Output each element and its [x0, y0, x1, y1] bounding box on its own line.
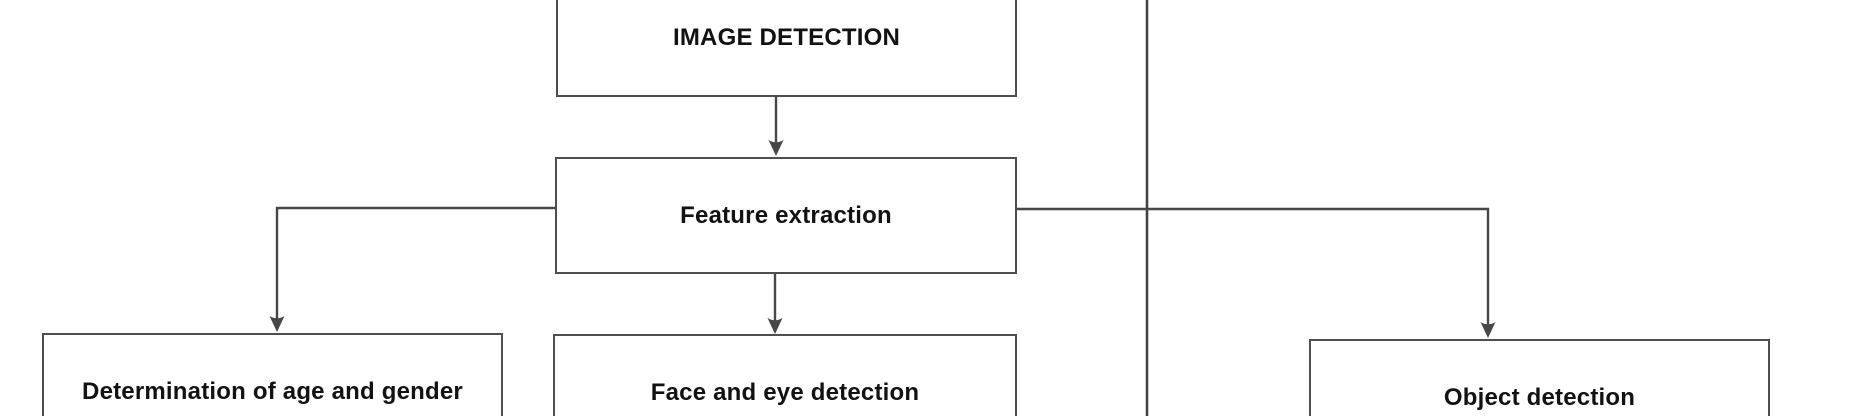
node-image-detection: IMAGE DETECTION [556, 0, 1017, 97]
connector-feature-to-age-gender [275, 206, 556, 319]
node-feature-extraction: Feature extraction [555, 157, 1017, 274]
connector-arrowhead-icon [269, 316, 285, 332]
node-object-detection: Object detection [1309, 339, 1770, 416]
connector-feature-to-object [1016, 207, 1490, 325]
node-face-eye-label: Face and eye detection [650, 379, 920, 406]
node-object-detection-label: Object detection [1443, 384, 1636, 411]
node-face-eye: Face and eye detection [553, 334, 1017, 416]
node-image-detection-label: IMAGE DETECTION [672, 24, 900, 51]
connector-arrowhead-icon [1480, 322, 1496, 338]
node-age-gender: Determination of age and gender [42, 333, 503, 416]
node-age-gender-label: Determination of age and gender [82, 378, 463, 405]
node-feature-extraction-label: Feature extraction [680, 201, 892, 229]
connector-arrowhead-icon [768, 140, 784, 156]
connector-arrowhead-icon [767, 318, 783, 334]
